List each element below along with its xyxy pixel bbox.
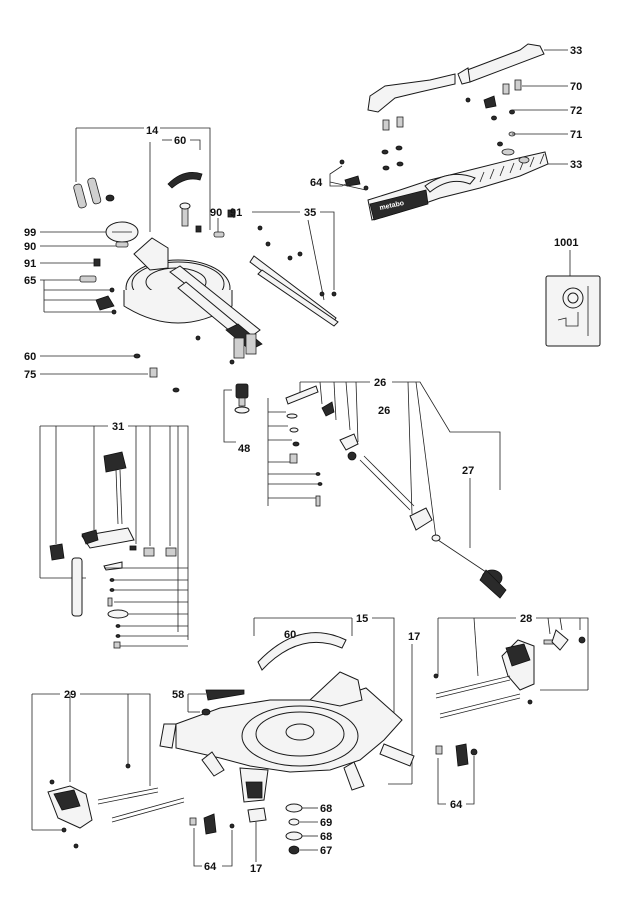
label-33-top: 33 bbox=[570, 45, 582, 57]
label-33-bottom: 33 bbox=[570, 159, 582, 171]
label-72: 72 bbox=[570, 105, 582, 117]
label-99: 99 bbox=[24, 227, 36, 239]
rail-35: 35 bbox=[249, 207, 339, 327]
turntable-assembly: 14 60 99 90 91 bbox=[24, 125, 263, 393]
label-1001: 1001 bbox=[554, 237, 578, 249]
label-68-bottom: 68 bbox=[320, 831, 332, 843]
foot-17-bottom: 17 bbox=[247, 807, 267, 875]
label-27: 27 bbox=[462, 465, 474, 477]
extension-28: 28 bbox=[433, 613, 589, 719]
label-90-top: 90 bbox=[210, 207, 222, 219]
label-26-mid: 26 bbox=[378, 405, 390, 417]
fence-teeth bbox=[479, 153, 545, 183]
label-60-left: 60 bbox=[24, 351, 36, 363]
label-75: 75 bbox=[24, 369, 36, 381]
label-64-right: 64 bbox=[450, 799, 463, 811]
label-91-left: 91 bbox=[24, 258, 36, 270]
label-17-bottom: 17 bbox=[250, 863, 262, 875]
label-64-bottom: 64 bbox=[204, 861, 217, 873]
label-28: 28 bbox=[520, 613, 532, 625]
label-90-left: 90 bbox=[24, 241, 36, 253]
washers-68-69-67: 68 69 68 67 bbox=[285, 803, 332, 857]
fence-assembly: metabo bbox=[310, 43, 582, 221]
label-69: 69 bbox=[320, 817, 332, 829]
label-58: 58 bbox=[172, 689, 184, 701]
label-67: 67 bbox=[320, 845, 332, 857]
extension-29: 29 bbox=[31, 689, 185, 849]
label-64-top: 64 bbox=[310, 177, 323, 189]
label-35: 35 bbox=[304, 207, 316, 219]
label-17-right: 17 bbox=[408, 631, 420, 643]
handle-assembly-31: 31 bbox=[39, 421, 189, 649]
label-26-top: 26 bbox=[374, 377, 386, 389]
label-15: 15 bbox=[356, 613, 368, 625]
label-68-top: 68 bbox=[320, 803, 332, 815]
label-70: 70 bbox=[570, 81, 582, 93]
label-48: 48 bbox=[238, 443, 250, 455]
fastener-64-bottom: 64 bbox=[189, 813, 235, 873]
knob-48: 48 bbox=[223, 383, 250, 455]
base-assembly-15: 15 17 60 58 bbox=[159, 613, 420, 803]
fastener-64-right: 64 bbox=[435, 743, 478, 811]
label-60-base: 60 bbox=[284, 629, 296, 641]
label-plate-1001: 1001 bbox=[545, 237, 601, 347]
label-71: 71 bbox=[570, 129, 582, 141]
label-31: 31 bbox=[112, 421, 124, 433]
fence-screws bbox=[339, 79, 530, 191]
label-65: 65 bbox=[24, 275, 36, 287]
label-91-top: 91 bbox=[230, 207, 242, 219]
label-60-arc: 60 bbox=[174, 135, 186, 147]
slide-assembly-26-27: 26 26 27 bbox=[267, 377, 507, 599]
label-14: 14 bbox=[146, 125, 159, 137]
